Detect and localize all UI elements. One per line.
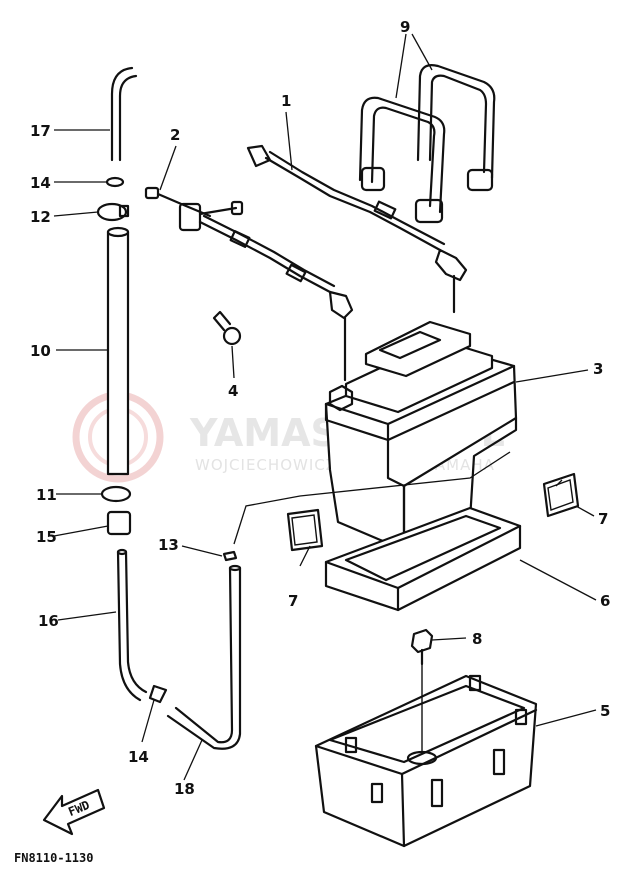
callout-11: 11 (36, 486, 57, 504)
part-17-pipe (110, 66, 138, 162)
callout-16: 16 (38, 612, 59, 630)
part-16-pipe (116, 548, 148, 702)
callout-17: 17 (30, 122, 51, 140)
callout-4: 4 (228, 382, 238, 400)
part-2-battery-lead (144, 186, 354, 382)
part-4-clamp (212, 310, 242, 346)
callout-7b: 7 (598, 510, 608, 528)
part-5-battery-box (314, 674, 538, 848)
callout-8: 8 (472, 630, 482, 648)
part-10-pipe (106, 226, 130, 476)
part-18-pipe (166, 564, 242, 750)
callout-10: 10 (30, 342, 51, 360)
callout-numbers: 1 2 3 4 5 6 7 7 8 9 10 11 12 13 14 14 15… (30, 18, 610, 798)
callout-7a: 7 (288, 592, 298, 610)
part-6-battery-pad (324, 506, 522, 612)
figure-code: FN8110-1130 (14, 851, 93, 865)
callout-14a: 14 (30, 174, 51, 192)
part-13-clip (222, 550, 238, 562)
callout-3: 3 (593, 360, 603, 378)
part-15-joint (106, 510, 132, 536)
part-9-battery-band (358, 64, 496, 224)
leader-lines (53, 33, 597, 781)
part-8-bolt (410, 628, 434, 752)
callout-6: 6 (600, 592, 610, 610)
callout-14b: 14 (128, 748, 149, 766)
part-7-pad (286, 472, 580, 552)
callout-9: 9 (400, 18, 410, 36)
part-11-clamp (100, 485, 132, 503)
part-1-battery-lead (246, 144, 468, 314)
part-14-clip (105, 176, 125, 188)
callout-18: 18 (174, 780, 195, 798)
fwd-arrow-icon: FWD (42, 788, 106, 836)
callout-1: 1 (281, 92, 291, 110)
callout-5: 5 (600, 702, 610, 720)
part-14-clip-lower (148, 684, 168, 704)
callout-12: 12 (30, 208, 51, 226)
part-12-clamp (96, 202, 130, 222)
callout-2: 2 (170, 126, 180, 144)
callout-15: 15 (36, 528, 57, 546)
callout-13: 13 (158, 536, 179, 554)
